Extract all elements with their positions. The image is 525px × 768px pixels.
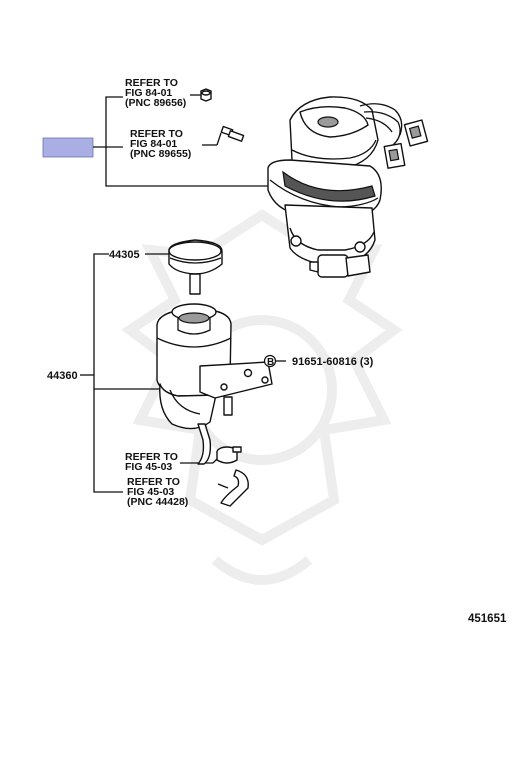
reservoir-hose xyxy=(217,469,249,507)
reservoir-cap xyxy=(168,239,223,295)
part-number-reservoir-assy[interactable]: 44360 xyxy=(47,370,78,382)
sensor-clip-icon xyxy=(220,125,245,142)
bolt-circle-label: B xyxy=(267,357,274,368)
nut-icon xyxy=(200,88,212,102)
part-number-cap[interactable]: 44305 xyxy=(109,249,140,261)
wire-connector-right xyxy=(403,119,429,147)
highlight-box[interactable] xyxy=(42,137,94,158)
pump-motor-assembly xyxy=(267,96,429,278)
figure-number: 451651 xyxy=(468,613,507,625)
ref-fig-84-01-89655[interactable]: REFER TO FIG 84-01 (PNC 89655) xyxy=(130,128,191,160)
hose-clamp xyxy=(216,446,242,464)
ref-fig-45-03-44428[interactable]: REFER TO FIG 45-03 (PNC 44428) xyxy=(127,476,188,508)
ref-fig-84-01-89656[interactable]: REFER TO FIG 84-01 (PNC 89656) xyxy=(125,77,186,109)
reservoir-tank xyxy=(156,303,273,465)
bolt-callout[interactable]: B 91651-60816 (3) xyxy=(263,354,374,369)
ref-fig-45-03-clamp[interactable]: REFER TO FIG 45-03 xyxy=(125,451,181,473)
wire-connector-lower xyxy=(383,142,406,169)
bolt-part-number[interactable]: 91651-60816 (3) xyxy=(292,356,374,368)
leader-lines-top xyxy=(93,94,283,187)
